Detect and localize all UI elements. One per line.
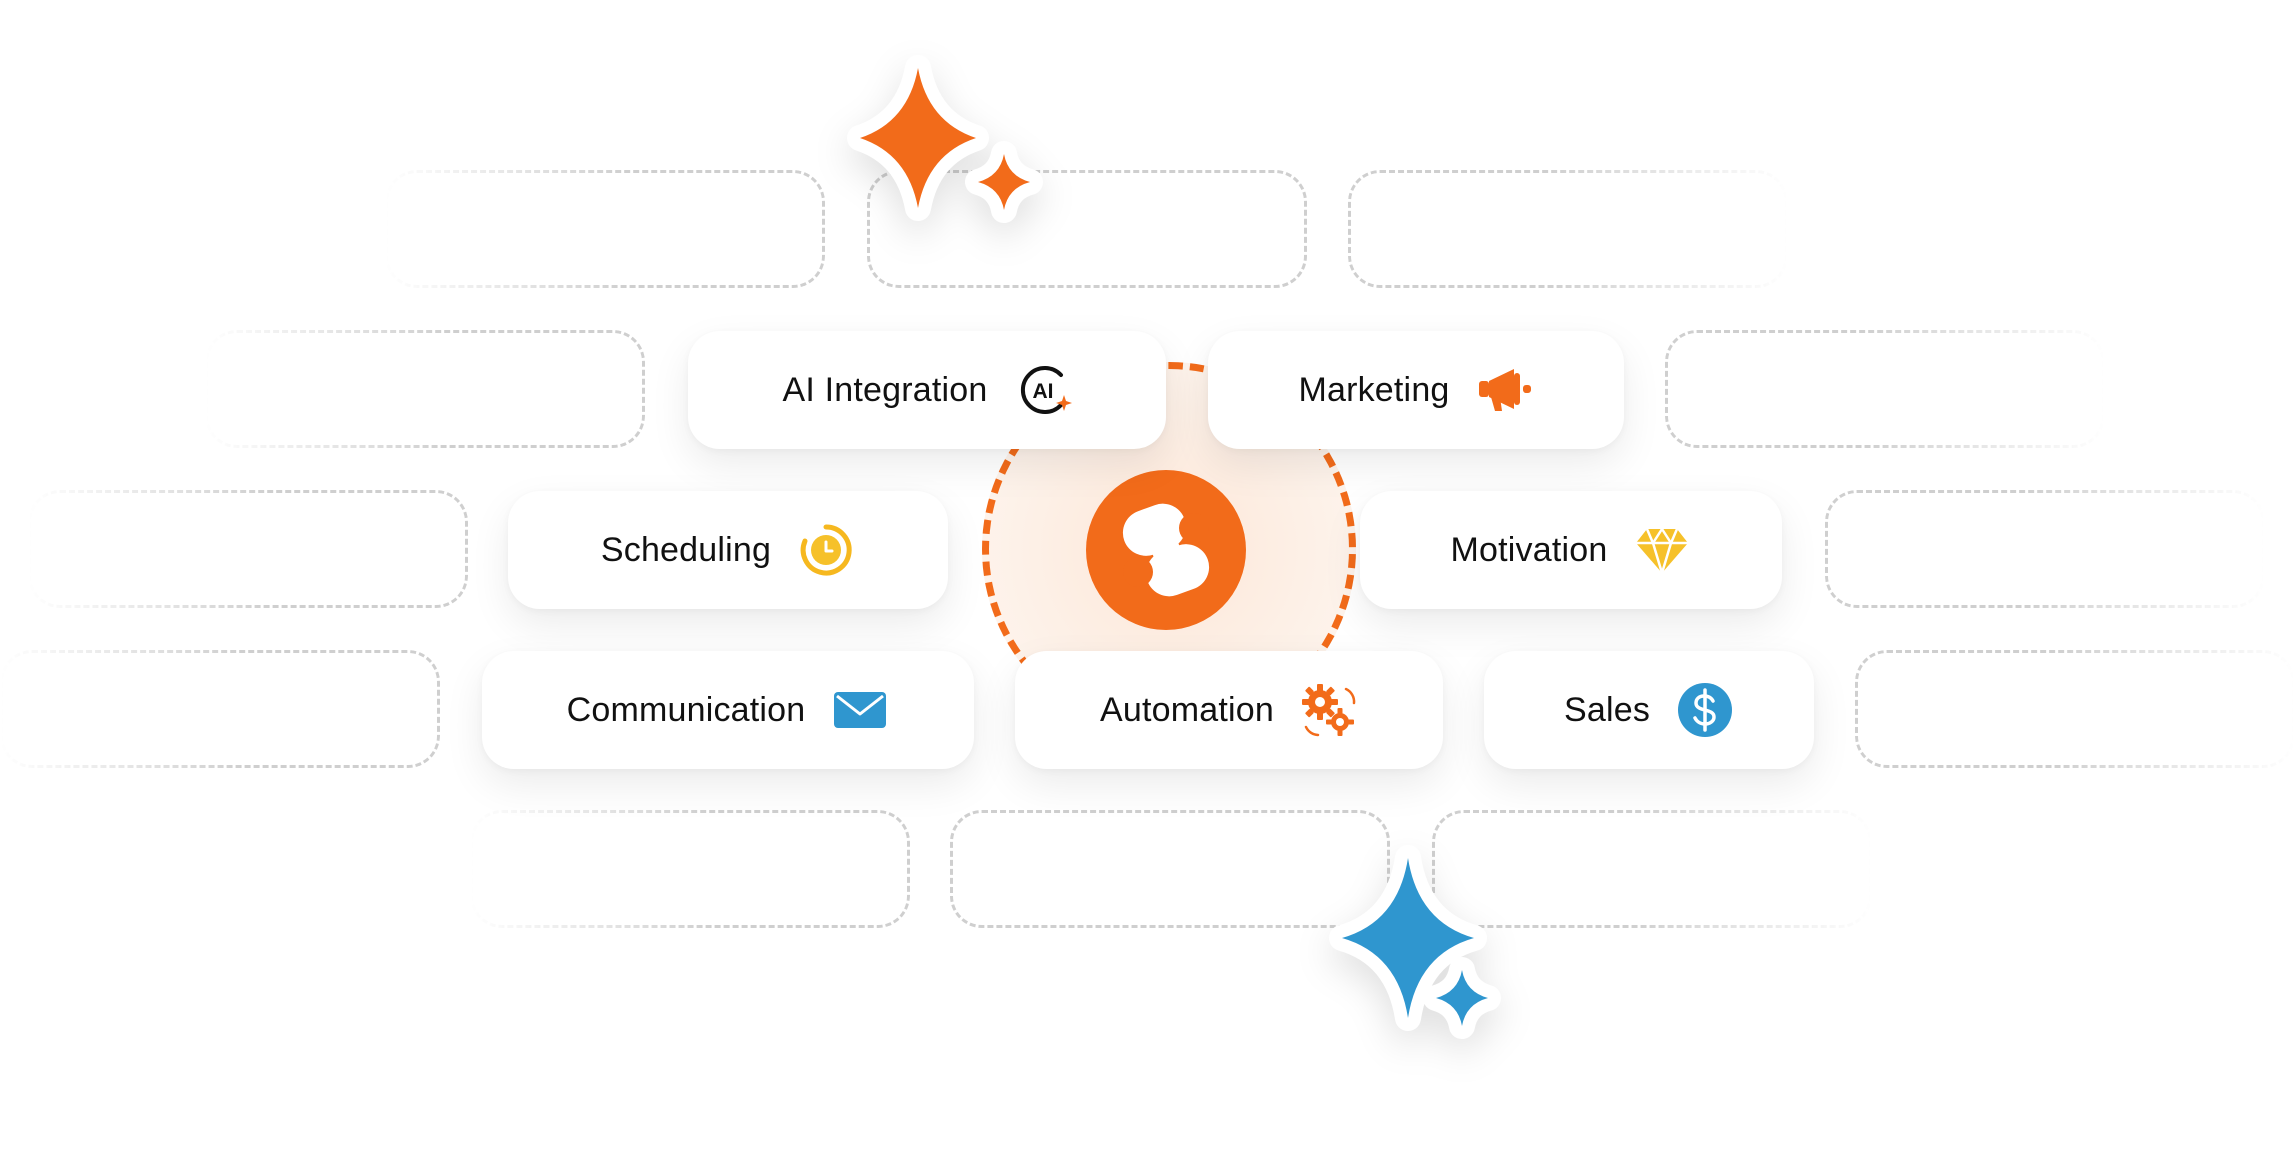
orange-sparkle-icon xyxy=(818,50,1058,240)
placeholder-slot xyxy=(1825,490,2265,608)
blue-sparkle-icon xyxy=(1316,838,1546,1068)
chip-label: Communication xyxy=(566,690,806,729)
placeholder-slot xyxy=(470,810,910,928)
placeholder-slot xyxy=(867,170,1307,288)
placeholder-slot xyxy=(1432,810,1872,928)
placeholder-slot xyxy=(1348,170,1788,288)
chip-ai-integration[interactable]: AI Integration AI xyxy=(688,331,1166,449)
placeholder-slot xyxy=(950,810,1390,928)
s-link-logo-icon xyxy=(1086,470,1246,630)
chip-sales[interactable]: Sales xyxy=(1484,651,1814,769)
chip-label: Automation xyxy=(1100,690,1274,729)
placeholder-slot xyxy=(28,490,468,608)
dollar-icon xyxy=(1676,681,1734,739)
placeholder-slot xyxy=(1665,330,2105,448)
placeholder-slot xyxy=(1855,650,2294,768)
chip-label: AI Integration xyxy=(782,370,988,409)
placeholder-slot xyxy=(0,650,440,768)
chip-marketing[interactable]: Marketing xyxy=(1208,331,1624,449)
clock-icon xyxy=(797,521,855,579)
megaphone-icon xyxy=(1476,361,1534,419)
chip-label: Sales xyxy=(1563,690,1651,729)
chip-automation[interactable]: Automation xyxy=(1015,651,1443,769)
envelope-icon xyxy=(831,681,889,739)
gears-icon xyxy=(1300,681,1358,739)
chip-scheduling[interactable]: Scheduling xyxy=(508,491,948,609)
ai-icon: AI xyxy=(1014,361,1072,419)
placeholder-slot xyxy=(205,330,645,448)
placeholder-slot xyxy=(385,170,825,288)
chip-label: Scheduling xyxy=(600,530,772,569)
chip-label: Marketing xyxy=(1298,370,1450,409)
chip-label: Motivation xyxy=(1450,530,1608,569)
svg-text:AI: AI xyxy=(1032,380,1053,403)
chip-communication[interactable]: Communication xyxy=(482,651,974,769)
chip-motivation[interactable]: Motivation xyxy=(1360,491,1782,609)
diamond-icon xyxy=(1633,521,1691,579)
